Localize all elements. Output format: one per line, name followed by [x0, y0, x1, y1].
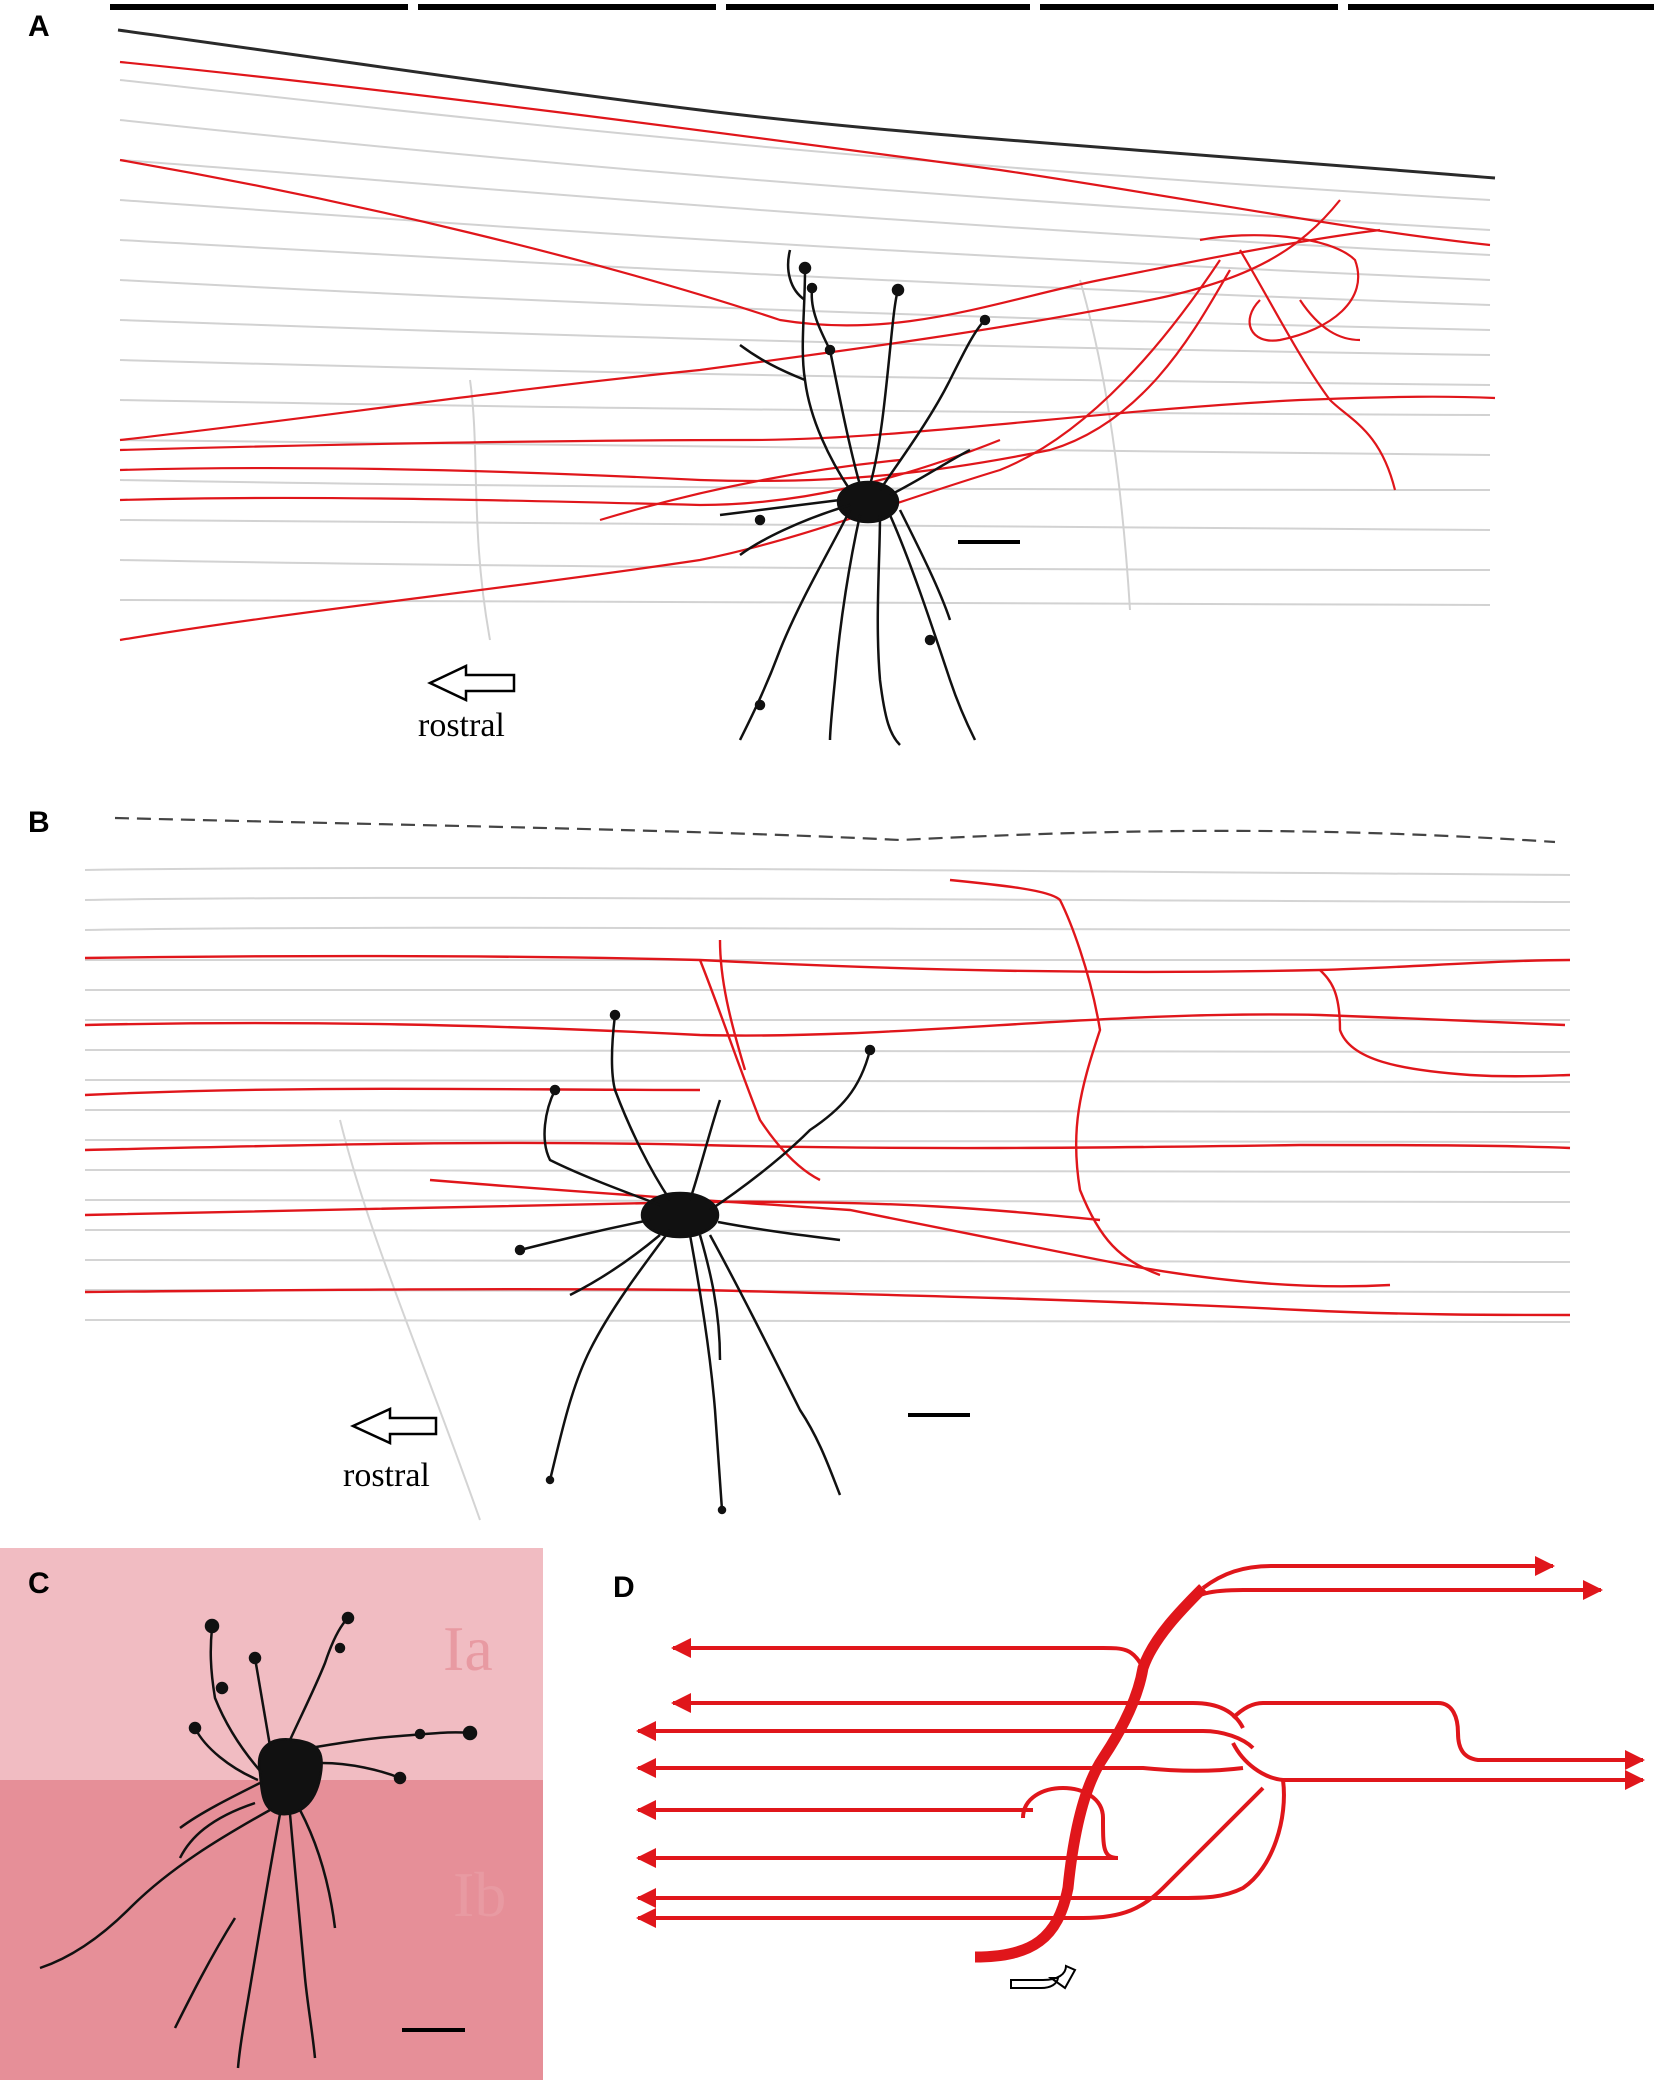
- panel-b-neuron: [514, 1009, 876, 1515]
- panel-d-schematic: [636, 1556, 1645, 1990]
- panel-a-rostral-arrow-icon: [427, 664, 516, 702]
- panel-d-branch-left-2: [671, 1693, 1245, 1729]
- panel-d-branch-left-3: [636, 1721, 1255, 1750]
- panel-a-rostral-label: rostral: [418, 707, 505, 744]
- panel-a-grey-fibers: [119, 79, 1491, 641]
- panel-c-letter: C: [28, 1567, 50, 1600]
- panel-a-red-axons: [119, 60, 1496, 642]
- panel-b-letter: B: [28, 806, 50, 839]
- panel-b-rostral-arrow-icon: [350, 1407, 438, 1445]
- panel-d-branch-left-6: [636, 1785, 1119, 1868]
- panel-b-red-axons: [84, 878, 1571, 1317]
- panel-d-branch-left-1: [671, 1638, 1145, 1669]
- panel-a-letter: A: [28, 10, 50, 43]
- panel-a-surface-line: [117, 28, 1496, 180]
- panel-d-axon-tree: [636, 1556, 1645, 1963]
- panel-b-rostral-label: rostral: [343, 1457, 430, 1494]
- panel-c-neuron: [39, 1611, 478, 2069]
- panel-d-entry-arrow-icon: [1010, 1964, 1077, 1990]
- panel-d-branch-right-1: [1201, 1556, 1555, 1590]
- panel-d-branch-right-2: [1181, 1580, 1603, 1610]
- panel-d-branch-right-4: [1231, 1742, 1645, 1790]
- panel-d-letter: D: [613, 1571, 635, 1604]
- panel-d-branch-left-8: [636, 1779, 1286, 1908]
- panel-c-drawing: [39, 1611, 478, 2069]
- panel-d-main-trunk: [974, 1584, 1207, 1963]
- panel-d-branch-left-7: [636, 1786, 1265, 1928]
- panel-a-neuron: [719, 249, 991, 746]
- panel-c-layer-ib-label: Ib: [453, 1859, 507, 1930]
- panel-d-branch-right-3: [1231, 1701, 1645, 1770]
- panel-b-surface-line: [114, 816, 1556, 844]
- panel-c-layer-ia-label: Ia: [443, 1613, 493, 1684]
- panel-b-drawing: [84, 816, 1571, 1521]
- panel-d-branch-left-4: [636, 1758, 1244, 1778]
- panel-a-drawing: [110, 4, 1654, 746]
